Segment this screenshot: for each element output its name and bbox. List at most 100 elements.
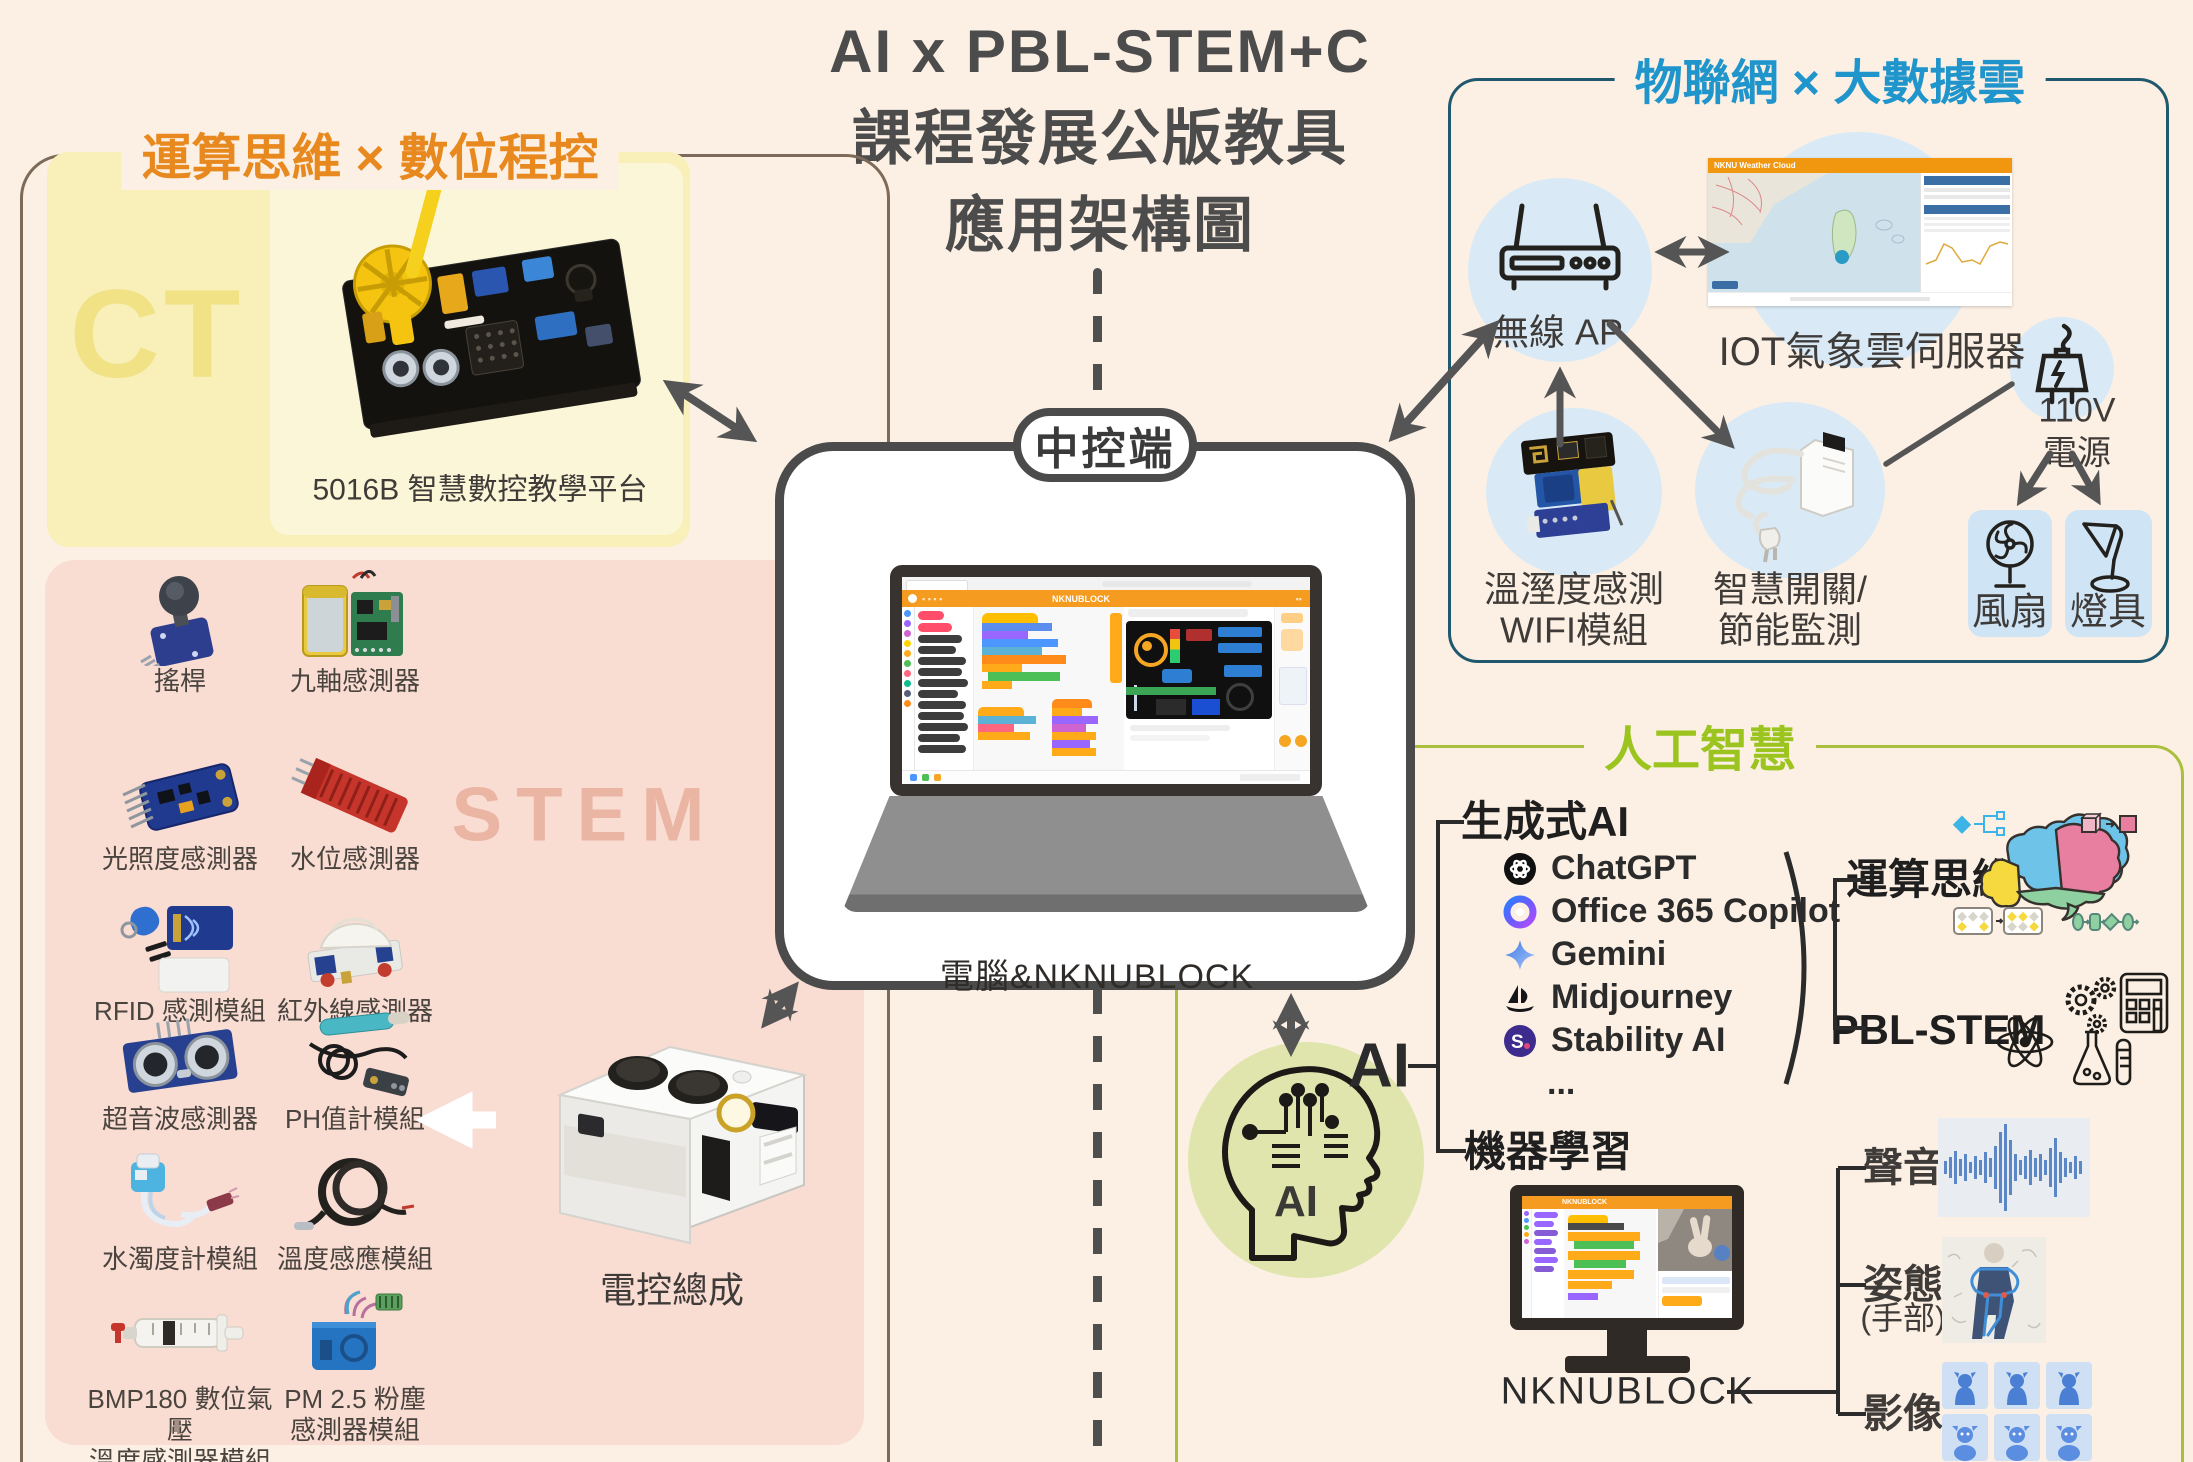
title-line-1: AI x PBL-STEM+C [829,18,1371,85]
board-5016b-icon [342,175,641,438]
sensor-cell-light: 光照度感測器 [80,748,280,875]
sensor-label: PM 2.5 粉塵 感測器模組 [284,1384,426,1446]
sensor-cell-ultrasonic: 超音波感測器 [80,1008,280,1135]
wifi-module-label-2: WIFI模組 [1500,609,1648,651]
blocks-workspace [974,607,1124,771]
copilot-icon [1503,895,1537,928]
gen-ai-item-stability: S Stability AI [1503,1019,1840,1062]
weather-sidebar [1920,173,2012,293]
sprite-column [1274,607,1310,771]
central-control-badge-label: 中控端 [1034,425,1176,474]
board-label: 5016B 智慧數控教學平台 [312,473,648,507]
ct-watermark: CT [69,264,245,404]
ml-tool-label: NKNUBLOCK [1500,1370,1756,1413]
output-pose-sub: (手部) [1860,1300,1946,1336]
lamp-icon [2082,522,2130,593]
ultrasonic-sensor-icon [80,1008,280,1104]
page-title: AI x PBL-STEM+C 課程發展公版教具 應用架構圖 [829,8,1371,269]
central-control-badge: 中控端 [1013,408,1197,482]
gen-ai-item-copilot: Office 365 Copilot [1503,890,1840,933]
ai-label: AI [1348,1031,1410,1101]
rfid-module-icon [80,900,280,996]
light-sensor-icon [80,748,280,844]
app-menu-bar: NKNUBLOCK ▪ ▪ ▪ ▪ ▪▪ [902,590,1310,607]
sensor-cell-pm25: PM 2.5 粉塵 感測器模組 [255,1288,455,1446]
stem-watermark: STEM [451,772,719,858]
midjourney-icon [1506,984,1534,1012]
webcam-pane [1658,1209,1732,1271]
sensor-label: 超音波感測器 [101,1104,258,1134]
pm25-sensor-icon [255,1288,455,1384]
stem-section [45,560,864,1445]
title-line-3: 應用架構圖 [944,192,1255,259]
laptop-label: 電腦&NKNUBLOCK [939,957,1255,996]
weather-map [1708,173,1920,293]
bmp180-syringe-icon [80,1288,280,1384]
output-sound: 聲音 [1863,1146,1943,1190]
sensor-cell-temperature: 溫度感應模組 [255,1148,455,1275]
ai-panel-header: 人工智慧 [1583,710,1817,780]
power-plug-icon [2035,323,2089,405]
pose-image [1942,1237,2046,1343]
router-icon [1499,203,1621,291]
sensor-label: 水濁度計模組 [101,1244,258,1274]
ml-monitor-base [1565,1356,1690,1373]
ml-app-titlebar: NKNUBLOCK [1522,1196,1732,1209]
sensor-cell-bmp180: BMP180 數位氣壓 溫度感測器模組 [80,1288,280,1462]
dog-image-grid [1942,1362,2092,1462]
iot-panel-header: 物聯網 × 大數據雲 [1614,43,2046,113]
sensor-label: 光照度感測器 [101,844,258,874]
pbl-stem-icons [1996,972,2169,1086]
power-circle [2010,317,2114,421]
wifi-module-label-1: 溫溼度感測 [1483,568,1665,610]
smart-switch-icon [1735,432,1854,563]
gen-ai-item-midjourney: Midjourney [1503,976,1840,1019]
block-category-column [902,607,915,771]
fan-icon [1986,520,2034,588]
smart-switch-label-2: 節能監測 [1717,609,1863,651]
generative-ai-title: 生成式AI [1460,797,1630,845]
gen-ai-item-gemini: Gemini [1503,933,1840,976]
power-label: 110V 電源 [2038,391,2116,473]
device-dashboard [1124,607,1274,771]
nine-axis-sensor-icon [255,570,455,666]
ml-monitor-screen: NKNUBLOCK [1522,1196,1732,1318]
infrared-sensor-icon [255,900,455,996]
weather-app-titlebar: NKNU Weather Cloud [1708,158,2012,173]
joystick-icon [80,570,280,666]
sensor-cell-water-level: 水位感測器 [255,748,455,875]
block-palette-column [915,607,974,771]
sensor-cell-joystick: 搖桿 [80,570,280,697]
sensor-cell-nine-axis: 九軸感測器 [255,570,455,697]
weather-screenshot: NKNU Weather Cloud [1708,158,2012,306]
gen-ai-item-chatgpt: ChatGPT [1503,847,1840,890]
browser-bar [902,577,1310,591]
temperature-sensor-icon [255,1148,455,1244]
ai-head-icon: AI [1222,1066,1381,1261]
left-panel-header: 運算思維 × 數位程控 [121,118,619,190]
wireless-ap-label: 無線 AP [1492,311,1624,353]
sensor-cell-ph: PH值計模組 [255,1008,455,1135]
chatgpt-icon [1504,852,1536,885]
title-line-2: 課程發展公版教具 [851,105,1348,172]
laptop-base [842,796,1370,912]
smart-switch-label-1: 智慧開關/ [1712,568,1868,610]
sensor-label: 搖桿 [153,666,206,696]
generative-ai-list: ChatGPT Office 365 Copilot Gemini Midjou… [1503,847,1840,1105]
sensor-label: 溫度感應模組 [276,1244,433,1274]
stability-ai-icon: S [1504,1024,1536,1057]
sensor-label: 九軸感測器 [289,666,420,696]
waveform-image [1938,1118,2090,1217]
sensor-label: BMP180 數位氣壓 溫度感測器模組 [87,1384,273,1462]
fan-label: 風扇 [1971,591,2049,634]
ml-monitor-stand [1607,1330,1647,1358]
sensor-label: RFID 感測模組 [94,996,266,1026]
water-level-sensor-icon [255,748,455,844]
lamp-label: 燈具 [2069,591,2147,634]
brain-illustration [1952,811,2140,935]
sensor-cell-rfid: RFID 感測模組 [80,900,280,1027]
sensor-cell-turbidity: 水濁度計模組 [80,1148,280,1275]
taskbar [902,770,1310,784]
svg-text:AI: AI [1274,1177,1318,1226]
